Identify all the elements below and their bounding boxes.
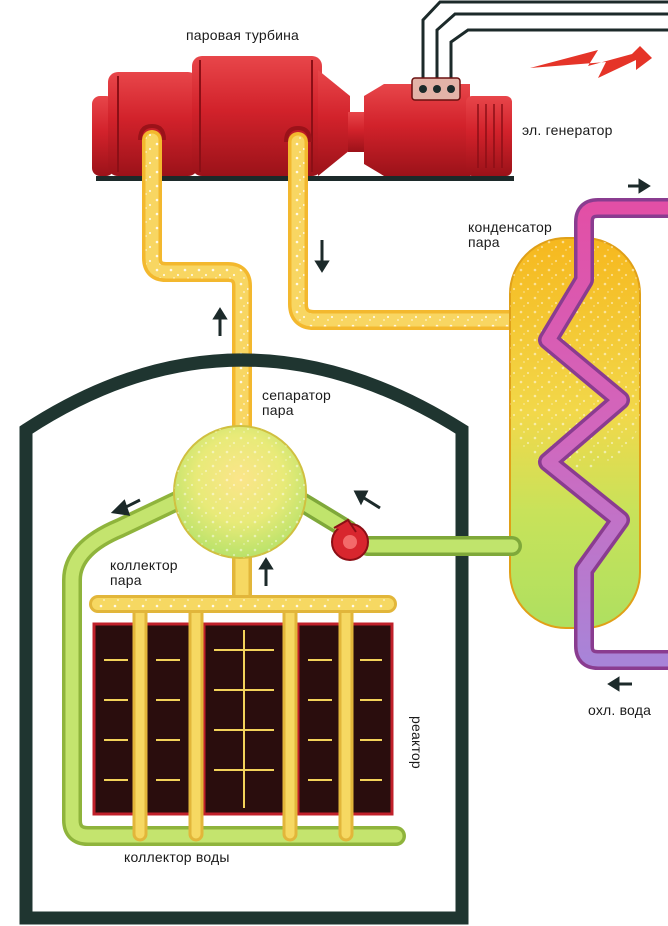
lightning-bolt-icon — [530, 46, 652, 78]
cooling-water-label: охл. вода — [588, 702, 652, 718]
cooling-coil — [538, 198, 668, 670]
steam-collector-pipe — [62, 480, 406, 846]
separator-label-line2: пара — [262, 402, 294, 418]
fuel-channel-tubes — [132, 596, 354, 842]
condenser-label-line2: пара — [468, 234, 500, 250]
electric-generator — [348, 77, 512, 176]
flow-arrow-icon — [110, 498, 141, 516]
flow-arrow-icon — [607, 676, 632, 692]
flow-arrow-icon — [212, 307, 228, 336]
generator-wires — [421, 0, 668, 85]
flow-arrows — [110, 178, 651, 692]
feed-water-pipe — [272, 480, 522, 556]
flow-arrow-icon — [258, 557, 274, 586]
flow-arrow-icon — [628, 178, 651, 194]
exhaust-steam-pipe — [288, 132, 528, 330]
condenser-label-line1: конденсатор — [468, 219, 552, 235]
turbine-label: паровая турбина — [186, 27, 300, 43]
turbine-nozzles — [138, 123, 312, 143]
generator-label: эл. генератор — [522, 122, 613, 138]
steam-turbine — [92, 56, 350, 176]
flow-arrow-icon — [353, 490, 381, 510]
steam-separator — [173, 425, 307, 559]
reactor-building-wall — [19, 353, 469, 925]
flow-arrow-icon — [314, 240, 330, 273]
reactor-label: реактор — [409, 716, 425, 769]
steam-collector-label-line1: коллектор — [110, 557, 178, 573]
steam-pipe-to-turbine — [142, 130, 252, 450]
water-collector-label: коллектор воды — [124, 849, 230, 865]
separator-label-line1: сепаратор — [262, 387, 332, 403]
feed-pump — [331, 518, 369, 561]
steam-collector-label-line2: пара — [110, 572, 142, 588]
reactor-core — [92, 622, 394, 816]
